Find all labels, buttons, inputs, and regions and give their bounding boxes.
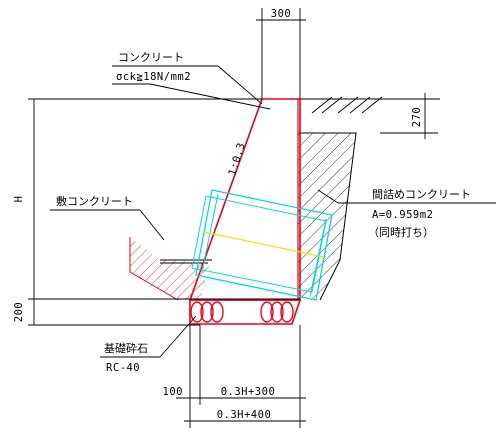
dim-base-thickness-text: 200 [13, 302, 25, 322]
dim-top-width: 300 [256, 8, 306, 99]
crushed-stone-spec-label: RC-40 [106, 362, 140, 374]
drain-pipe [191, 189, 333, 301]
dim-height-text: H [13, 196, 25, 203]
concrete-strength-label: σck≧18N/mm2 [116, 71, 191, 83]
slope-label: 1:0.3 [226, 141, 247, 177]
gap-concrete-label: 間詰めコンクリート [372, 187, 471, 201]
dim-fill-depth-text: 270 [411, 107, 423, 127]
dim-base-thickness: 200 [13, 299, 35, 325]
dim-wall-base-text: 0.3H+300 [221, 386, 276, 398]
dim-bottom: 100 0.3H+300 0.3H+400 [163, 325, 306, 428]
gap-concrete-hatch [298, 132, 357, 301]
crushed-stone-callout: 基礎砕石 RC-40 [100, 315, 197, 374]
concrete-callout: コンクリート σck≧18N/mm2 [112, 51, 271, 110]
gap-area-label: A=0.959m2 [372, 209, 433, 221]
foundation-stone [189, 299, 302, 325]
crushed-stone-label: 基礎砕石 [104, 341, 148, 355]
dim-fill-depth: 270 [380, 93, 438, 139]
ground-surface [300, 96, 440, 114]
base-concrete-callout: 敷コンクリート [50, 194, 165, 241]
gap-note-label: （同時打ち） [368, 225, 434, 239]
dim-total-base-text: 0.3H+400 [217, 409, 272, 421]
dim-offset-text: 100 [163, 386, 183, 398]
gap-concrete-callout: 間詰めコンクリート A=0.959m2 （同時打ち） [317, 187, 496, 239]
dim-top-width-text: 300 [271, 8, 291, 20]
concrete-label: コンクリート [118, 51, 184, 64]
base-concrete-label: 敷コンクリート [56, 194, 133, 208]
